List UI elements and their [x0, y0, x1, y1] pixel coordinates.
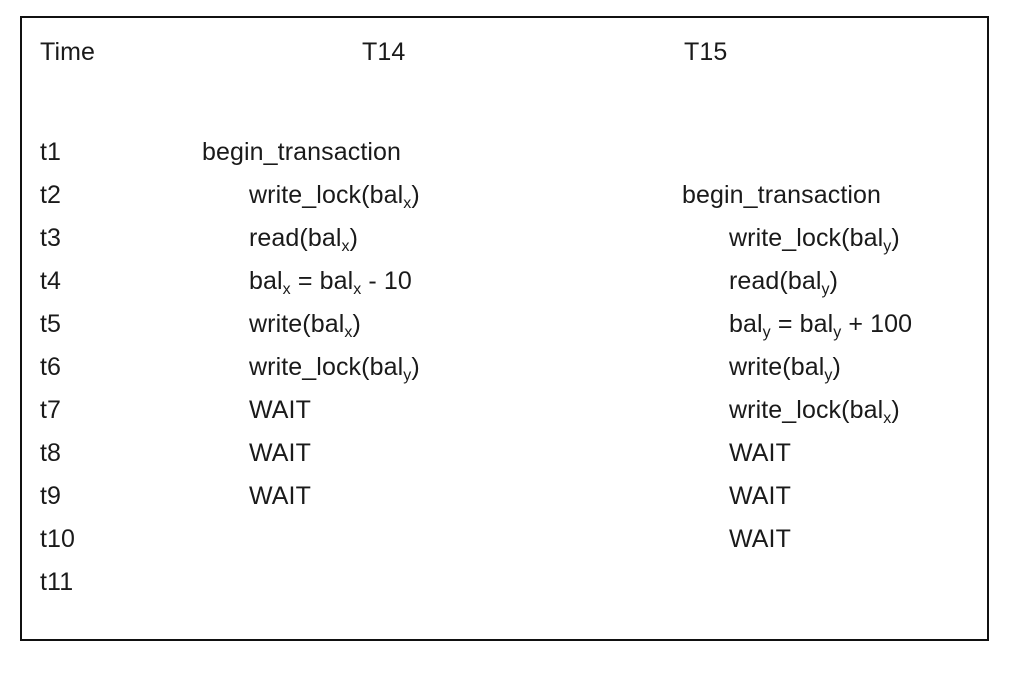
- time-label-t1: t1: [40, 138, 62, 166]
- time-label-t9: t9: [40, 482, 62, 510]
- op-t15-row-6: write(baly): [729, 353, 841, 384]
- subscript: y: [403, 367, 412, 384]
- op-t15-row-7: write_lock(balx): [729, 396, 900, 427]
- schedule-table-border: Time T14 T15 t1 begin_transaction t2 write_…: [20, 16, 989, 641]
- op-t15-row-3: write_lock(baly): [729, 224, 900, 255]
- op-t14-row-6: write_lock(baly): [249, 353, 420, 384]
- op-t14-row-8: WAIT: [249, 439, 311, 467]
- op-t15-row-10: WAIT: [729, 525, 791, 553]
- op-t14-row-4: balx = balx - 10: [249, 267, 412, 298]
- subscript: x: [403, 195, 412, 212]
- op-t15-row-2: begin_transaction: [682, 181, 882, 209]
- subscript: y: [883, 238, 892, 255]
- subscript: x: [353, 281, 362, 298]
- time-label-t7: t7: [40, 396, 62, 424]
- op-t14-row-7: WAIT: [249, 396, 311, 424]
- op-t14-row-9: WAIT: [249, 482, 311, 510]
- subscript: y: [833, 324, 842, 341]
- subscript: y: [824, 367, 833, 384]
- time-label-t2: t2: [40, 181, 62, 209]
- op-t14-row-5: write(balx): [249, 310, 361, 341]
- time-label-t11: t11: [40, 568, 74, 596]
- op-t15-row-5: baly = baly + 100: [729, 310, 913, 341]
- op-t15-row-8: WAIT: [729, 439, 791, 467]
- subscript: x: [282, 281, 291, 298]
- op-t15-row-9: WAIT: [729, 482, 791, 510]
- time-label-t10: t10: [40, 525, 76, 553]
- subscript: x: [344, 324, 353, 341]
- op-t15-row-4: read(baly): [729, 267, 839, 298]
- subscript: y: [762, 324, 771, 341]
- time-label-t8: t8: [40, 439, 62, 467]
- column-header-t14: T14: [362, 38, 406, 66]
- time-label-t4: t4: [40, 267, 62, 295]
- time-label-t3: t3: [40, 224, 62, 252]
- op-t14-row-1: begin_transaction: [202, 138, 402, 166]
- subscript: x: [341, 238, 350, 255]
- op-t14-row-3: read(balx): [249, 224, 359, 255]
- subscript: y: [821, 281, 830, 298]
- time-label-t5: t5: [40, 310, 62, 338]
- time-label-t6: t6: [40, 353, 62, 381]
- op-t14-row-2: write_lock(balx): [249, 181, 420, 212]
- column-header-t15: T15: [684, 38, 728, 66]
- column-header-time: Time: [40, 38, 96, 66]
- subscript: x: [883, 410, 892, 427]
